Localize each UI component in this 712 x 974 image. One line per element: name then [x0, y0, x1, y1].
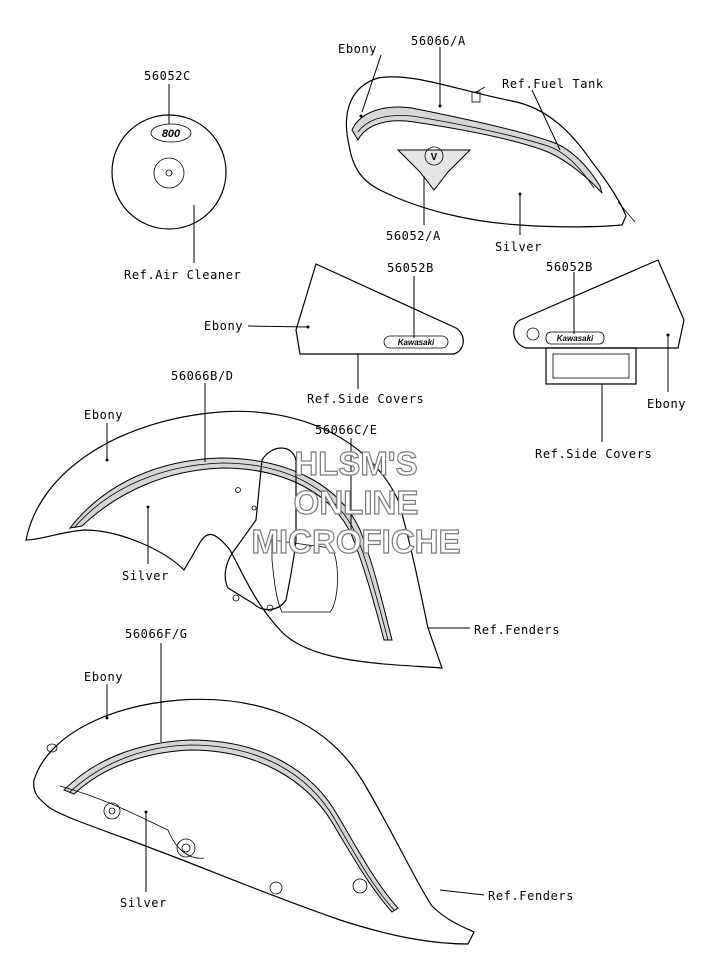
label-ebony-side-left: Ebony: [204, 319, 243, 333]
front-fender: [25, 410, 443, 669]
label-56066a: 56066/A: [411, 34, 466, 48]
label-ref-side-left: Ref.Side Covers: [307, 392, 424, 406]
label-ebony-front: Ebony: [84, 408, 123, 422]
label-56066fg: 56066F/G: [125, 627, 188, 641]
label-56052b-left: 56052B: [387, 261, 434, 275]
leader-ref-fuel-tank: [531, 89, 561, 151]
label-ebony-side-right: Ebony: [647, 397, 686, 411]
label-silver-tank: Silver: [495, 240, 542, 254]
label-ref-fenders-rear: Ref.Fenders: [488, 889, 574, 903]
side-cover-left: Kawasaki: [295, 263, 464, 355]
label-ebony-rear: Ebony: [84, 670, 123, 684]
label-56066bd: 56066B/D: [171, 369, 234, 383]
watermark: HLSM'S ONLINE MICROFICHE: [251, 444, 461, 560]
leader-ebony-side-left: [247, 325, 309, 328]
air-cleaner-logo: 800: [162, 128, 181, 140]
side-cover-right: Kawasaki: [513, 259, 685, 385]
leader-ebony-tank: [361, 54, 382, 113]
side-badge-right-text: Kawasaki: [557, 334, 594, 343]
label-ref-fenders-front: Ref.Fenders: [474, 623, 560, 637]
watermark-line-3: MICROFICHE: [252, 523, 461, 560]
rear-fender: [33, 698, 475, 945]
label-56052a: 56052/A: [386, 229, 441, 243]
watermark-line-1: HLSM'S: [294, 445, 417, 482]
fuel-tank: V: [345, 76, 636, 228]
label-56052c: 56052C: [144, 69, 191, 83]
tank-emblem-mark: V: [431, 152, 438, 163]
air-cleaner-cover: 800: [111, 114, 227, 230]
label-ref-side-right: Ref.Side Covers: [535, 447, 652, 461]
leader-ref-fenders-rear: [439, 889, 485, 896]
label-ebony-tank: Ebony: [338, 42, 377, 56]
label-silver-rear: Silver: [120, 896, 167, 910]
side-badge-left-text: Kawasaki: [398, 338, 435, 347]
label-56066ce: 56066C/E: [315, 423, 378, 437]
label-ref-air-cleaner: Ref.Air Cleaner: [124, 268, 241, 282]
label-silver-front: Silver: [122, 569, 169, 583]
label-56052b-right: 56052B: [546, 260, 593, 274]
watermark-line-2: ONLINE: [294, 484, 419, 521]
label-ref-fuel-tank: Ref.Fuel Tank: [502, 77, 604, 91]
